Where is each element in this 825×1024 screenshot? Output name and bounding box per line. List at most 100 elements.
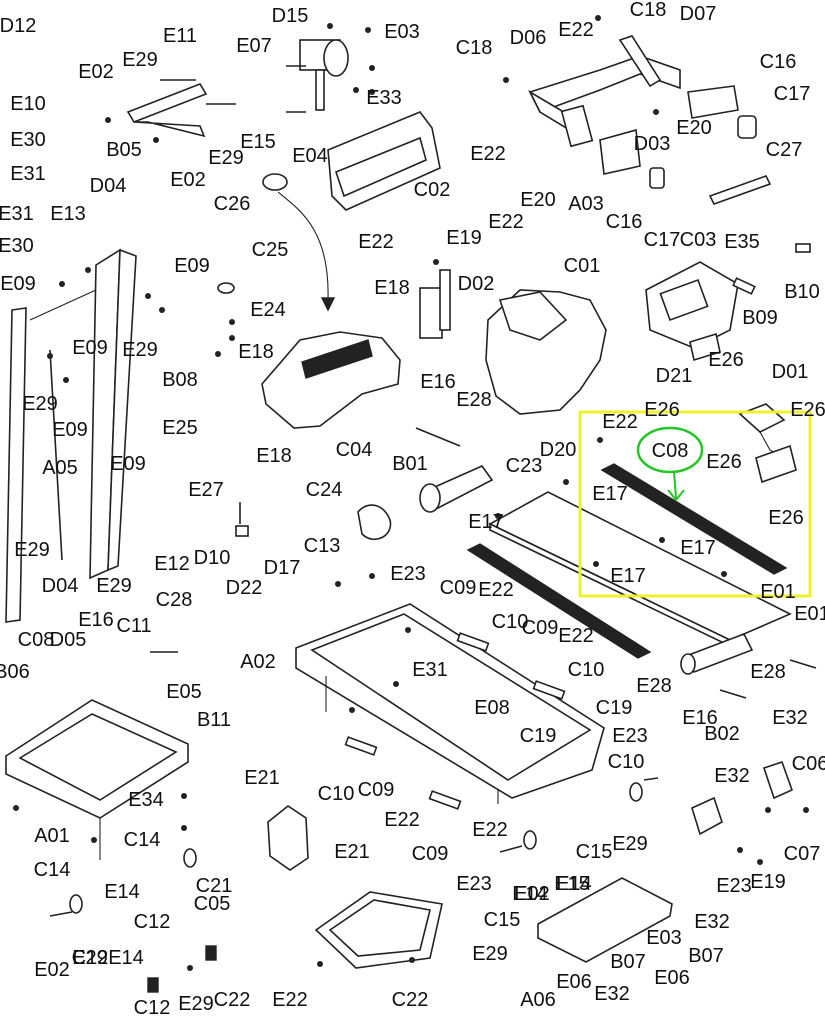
highlight-arrow-shaft [673,471,677,499]
part-label: E25 [162,417,198,439]
part-label: E03 [646,927,682,949]
part-label: C19 [596,697,633,719]
part-label: B07 [610,951,646,973]
part-label: E19 [0,0,18,5]
part-label: B09 [742,307,778,329]
part-label: E15 [554,873,590,895]
part-label: C10 [568,659,605,681]
part-label: E20 [676,117,712,139]
part-label: E21 [334,841,370,863]
part-label: C18 [456,37,493,59]
part-label: C23 [506,455,543,477]
part-label: E02 [170,169,206,191]
part-label: E01 [794,603,825,625]
part-label: E26 [706,451,742,473]
console-c03 [645,261,739,362]
roller-b01 [415,427,494,513]
part-label: D04 [42,575,79,597]
part-label: E18 [256,445,292,467]
part-label: E30 [0,235,34,257]
part-label: E34 [128,789,164,811]
part-label: E07 [236,35,272,57]
highlight-box [578,410,812,598]
part-label: B05 [106,139,142,161]
part-label: A02 [240,651,276,673]
part-label: E31 [412,659,448,681]
part-label: E20 [520,189,556,211]
part-label: D06 [510,27,547,49]
part-label: C09 [358,779,395,801]
part-label: E04 [292,145,328,167]
part-label: C22 [392,989,429,1011]
cover-c02 [327,111,441,211]
motor-cover-c04 [261,331,401,429]
part-label: E16 [78,609,114,631]
part-label: E28 [750,661,786,683]
clip-c22 [147,945,217,993]
part-label: E09 [0,273,36,295]
part-label: E17 [680,537,716,559]
part-label: E09 [72,337,108,359]
part-label: B11 [197,709,231,731]
part-label: C05 [194,893,231,915]
part-label: C06 [792,753,825,775]
part-label: E05 [166,681,202,703]
part-label: E12 [154,553,190,575]
part-label: C18 [630,0,667,21]
part-label: E27 [188,479,224,501]
part-label: E29 [208,147,244,169]
part-label: C22 [214,989,251,1011]
part-label: C19 [520,725,557,747]
part-label: C14 [124,829,161,851]
bracket-b05 [126,83,208,138]
part-label: D22 [226,577,263,599]
part-label: C07 [784,843,821,865]
part-label: E32 [714,765,750,787]
part-label: B07 [688,945,724,967]
part-label: C01 [564,255,601,277]
end-cap-c06 [691,760,794,836]
part-label: E23 [612,725,648,747]
part-label: E02 [34,959,70,981]
part-label: E29 [122,339,158,361]
part-label: E31 [0,203,34,225]
part-label: D03 [634,133,671,155]
part-label: C09 [440,577,477,599]
part-label: E32 [694,911,730,933]
ring-c25 [217,282,235,294]
part-label: C15 [576,841,613,863]
part-label: A05 [42,457,78,479]
grip-c16 [599,85,757,189]
highlight-label: C08 [652,440,689,462]
part-label: E26 [768,507,804,529]
part-label: C09 [522,617,559,639]
part-label: A01 [34,825,70,847]
part-label: E32 [772,707,808,729]
part-label: E22 [384,809,420,831]
part-label: E03 [384,21,420,43]
upright-a05 [5,248,137,623]
part-label: E14 [108,947,144,969]
part-label: D05 [50,629,87,651]
fasteners [13,15,809,971]
part-label: E09 [52,419,88,441]
part-label: A03 [568,193,604,215]
part-label: D20 [540,439,577,461]
part-label: C04 [336,439,373,461]
part-label: E17 [468,511,504,533]
part-label: C24 [306,479,343,501]
part-label: C16 [760,51,797,73]
part-label: C11 [116,615,151,637]
cover-c21 [267,805,309,871]
part-label: C14 [34,859,71,881]
part-label: E29 [122,49,158,71]
part-label: E19 [446,227,482,249]
highlight-overlay: C08 [578,410,812,598]
part-label: E26 [644,399,680,421]
part-label: C21 [196,875,233,897]
part-label: C10 [318,783,355,805]
part-label: C28 [156,589,193,611]
rod-c27 [708,175,772,205]
